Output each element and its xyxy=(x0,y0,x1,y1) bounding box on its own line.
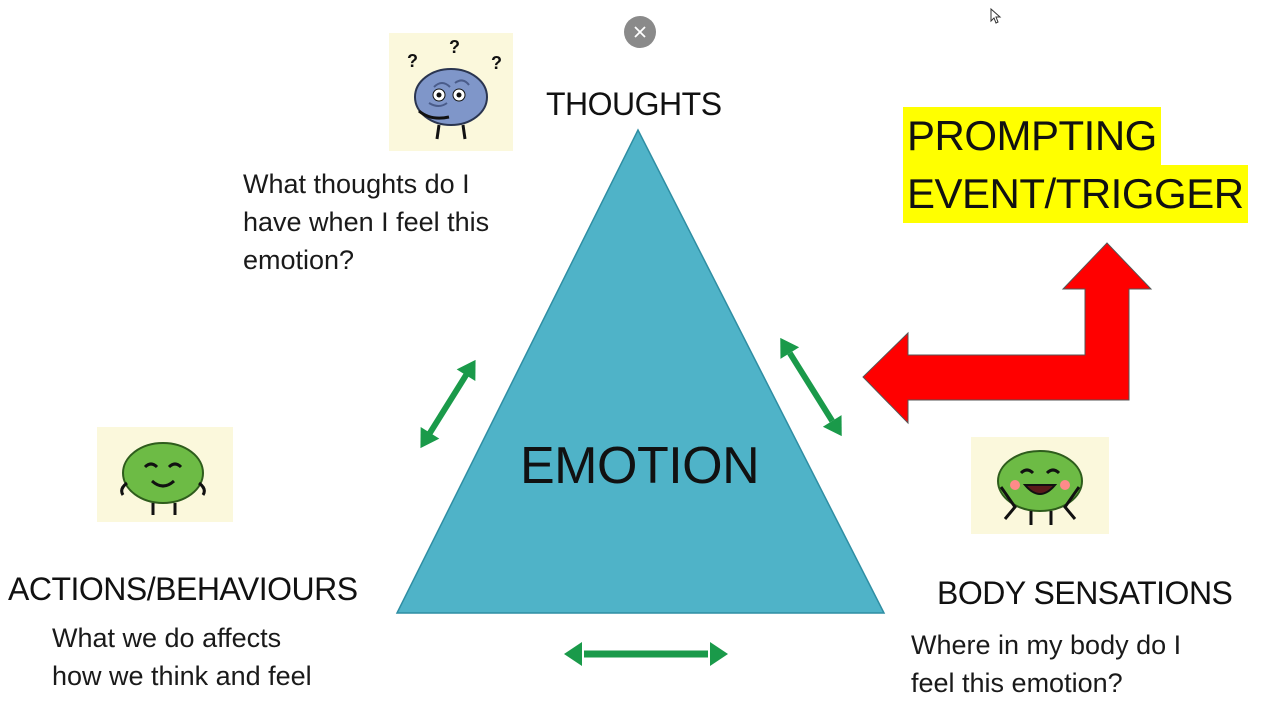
mouse-cursor-icon xyxy=(990,7,1002,24)
trigger-line-2: EVENT/TRIGGER xyxy=(903,165,1248,223)
close-button[interactable] xyxy=(624,16,656,48)
happy-brain-icon xyxy=(997,450,1083,525)
thinking-brain-icon: ? ? ? xyxy=(407,37,502,140)
trigger-label: PROMPTING EVENT/TRIGGER xyxy=(903,107,1248,223)
emotion-triangle xyxy=(395,128,886,614)
emotion-label: EMOTION xyxy=(520,437,760,495)
actions-description: What we do affects how we think and feel xyxy=(52,623,312,691)
thoughts-title: THOUGHTS xyxy=(546,86,722,122)
thinking-brain-card: ? ? ? xyxy=(389,33,513,151)
question-mark: ? xyxy=(491,53,502,73)
arrow-thoughts-body xyxy=(780,337,842,437)
body-question: Where in my body do I feel this emotion? xyxy=(911,630,1182,698)
actions-title: ACTIONS/BEHAVIOURS xyxy=(8,571,358,607)
trigger-line-1: PROMPTING xyxy=(903,107,1161,165)
question-mark: ? xyxy=(407,51,418,71)
happy-brain-card xyxy=(971,437,1109,534)
question-mark: ? xyxy=(449,37,460,57)
calm-brain-icon xyxy=(120,442,206,515)
arrow-thoughts-actions xyxy=(420,359,476,449)
thoughts-question: What thoughts do I have when I feel this… xyxy=(243,169,490,275)
calm-brain-card xyxy=(97,427,233,522)
trigger-arrow xyxy=(862,242,1153,425)
body-title: BODY SENSATIONS xyxy=(937,575,1233,611)
close-icon xyxy=(634,26,646,38)
arrow-actions-body xyxy=(564,642,728,666)
